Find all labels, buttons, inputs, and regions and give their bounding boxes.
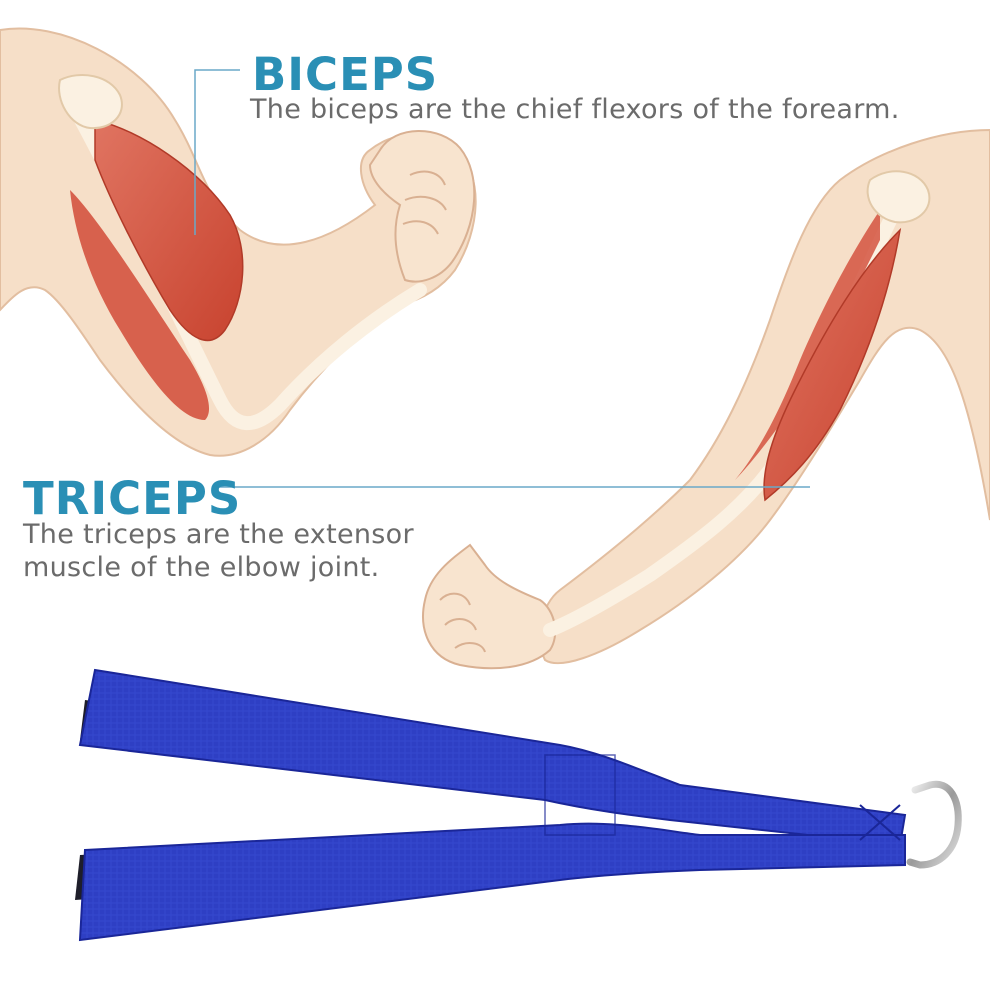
right-triceps-muscle <box>763 227 902 502</box>
left-biceps-muscle <box>94 119 244 341</box>
right-shoulder-joint <box>866 170 931 224</box>
left-fist-fingers <box>402 170 447 235</box>
triceps-description-line2: muscle of the elbow joint. <box>23 552 380 583</box>
strap-stitch-x <box>859 804 901 841</box>
right-arm-illustration <box>422 128 990 670</box>
biceps-heading: BICEPS <box>252 48 439 101</box>
left-arm-illustration <box>0 27 477 457</box>
left-fist <box>368 130 476 283</box>
strap-product <box>75 668 962 942</box>
right-fist-fingers <box>439 592 486 653</box>
biceps-leader-line <box>194 69 240 235</box>
right-biceps-muscle <box>735 210 880 480</box>
strap-upper-loop <box>78 668 907 847</box>
strap-lower-loop <box>78 822 906 942</box>
triceps-heading: TRICEPS <box>23 472 242 525</box>
strap-stitch-box <box>544 754 616 836</box>
left-shoulder-joint <box>58 74 123 130</box>
biceps-description: The biceps are the chief flexors of the … <box>250 94 900 125</box>
triceps-description: The triceps are the extensor muscle of t… <box>23 518 443 584</box>
d-ring-icon <box>906 780 962 869</box>
triceps-description-line1: The triceps are the extensor <box>23 519 414 550</box>
right-fist <box>422 543 557 670</box>
left-triceps-muscle <box>70 190 210 420</box>
